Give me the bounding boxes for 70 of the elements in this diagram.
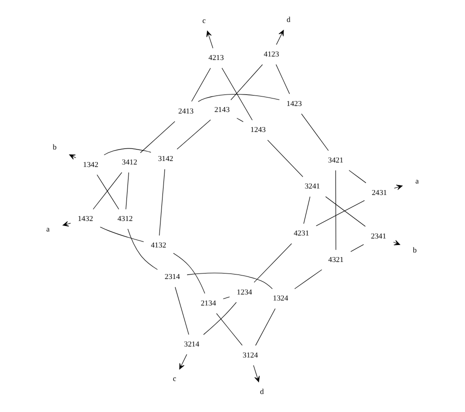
connector [128,228,158,270]
connector [176,120,211,150]
node-text: 2413 [178,106,194,116]
connector [276,64,290,94]
node-text: 1423 [286,98,302,108]
node-text: b [412,246,417,255]
connector [173,252,206,294]
arrow [253,365,260,382]
node-text: a [415,176,419,186]
node-text: 3142 [158,154,174,164]
connector [203,302,237,335]
connector [126,172,130,210]
connector [255,308,276,346]
node-text: 1342 [83,160,98,169]
node-text: 1324 [272,294,288,303]
node-text: 1432 [78,214,94,224]
node-text: 1234 [236,287,252,296]
arrow [394,184,403,190]
node-text: 4123 [264,50,280,59]
node-text: d [286,15,290,24]
arrow [179,354,188,370]
connector [222,296,230,300]
connector [348,170,366,184]
node-text: d [260,386,264,396]
connector [303,196,310,224]
connector [222,68,253,120]
node-text: c [172,374,176,384]
connector [316,200,365,226]
node-text: 1243 [250,125,266,134]
connector [267,140,304,178]
node-text: 2134 [200,298,216,308]
node-text: 3412 [122,158,138,167]
node-text: c [202,16,206,26]
connector [174,286,190,335]
node-text: 4132 [150,240,166,250]
node-text: b [52,142,57,152]
connector [100,226,144,242]
node-text: 3214 [184,340,200,348]
connector [216,313,243,346]
connector [140,121,176,154]
connector [294,269,322,290]
node-text: 2314 [164,272,180,282]
connector [230,64,263,100]
connector [104,148,152,156]
node-text: 2143 [214,104,230,114]
node-text: 4321 [328,254,344,264]
arrow [69,154,76,160]
node-text: 4231 [294,228,310,238]
node-text: 4312 [117,214,133,224]
arrow [62,221,71,226]
node-text: 2341 [370,231,386,240]
node-text: a [46,224,50,234]
connector [236,118,244,122]
connector [325,196,366,227]
node-text: 3124 [242,350,258,360]
connector [198,94,280,102]
node-text: 2431 [372,188,388,197]
arrow [276,30,284,45]
connector [335,170,336,250]
connector [254,243,292,283]
node-text: 3241 [304,182,320,191]
connector [350,244,364,252]
connector [159,168,166,236]
arrow [206,30,214,48]
connector [301,114,329,151]
connector [191,68,211,102]
node-text: 4213 [208,53,224,62]
node-text: 3421 [328,156,344,164]
arrow [393,240,400,246]
connector [186,272,273,290]
